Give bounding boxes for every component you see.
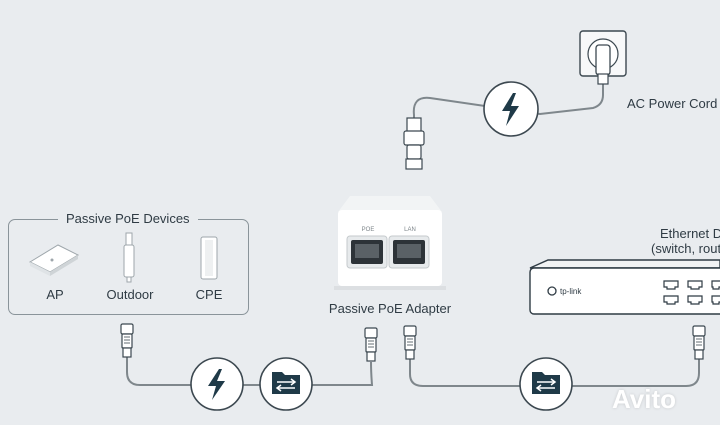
- lightning-icon: [483, 81, 539, 137]
- ethernet-device-label: Ethernet D: [660, 226, 720, 241]
- rj45-plug-icon: [403, 325, 417, 360]
- poe-devices-title: Passive PoE Devices: [58, 211, 198, 226]
- watermark: Avito: [612, 384, 677, 414]
- outdoor-label: Outdoor: [106, 287, 154, 302]
- ap-label: AP: [46, 287, 64, 302]
- ac-power-cord-label: AC Power Cord: [627, 96, 718, 111]
- power-socket-icon: [579, 30, 627, 85]
- brand-logo: tp-link: [560, 287, 582, 296]
- port-label-poe: POE: [362, 227, 375, 233]
- port-label-lan: LAN: [404, 227, 416, 233]
- poe-adapter-device: POE LAN: [334, 196, 446, 290]
- power-plug-icon: [403, 117, 425, 170]
- cpe-device: [200, 236, 218, 280]
- ethernet-switch-device: tp-link: [529, 259, 720, 315]
- rj45-plug-icon: [692, 325, 706, 360]
- cpe-label: CPE: [195, 287, 223, 302]
- rj45-plug-icon: [120, 323, 134, 358]
- poe-adapter-label: Passive PoE Adapter: [328, 301, 452, 316]
- lightning-icon: [190, 357, 244, 411]
- outdoor-device: [123, 232, 135, 283]
- access-point-device: [28, 244, 80, 276]
- ethernet-device-sublabel: (switch, rout: [651, 241, 720, 256]
- data-transfer-icon: [519, 357, 573, 411]
- data-transfer-icon: [259, 357, 313, 411]
- rj45-plug-icon: [364, 327, 378, 362]
